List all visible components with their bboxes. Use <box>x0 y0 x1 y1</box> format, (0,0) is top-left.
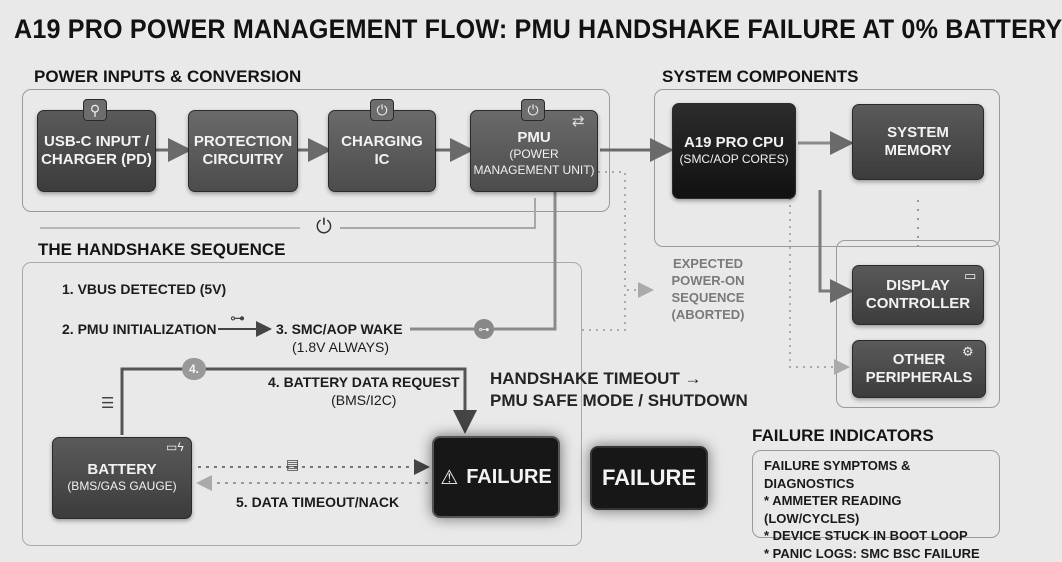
pmu-block: PMU (POWER MANAGEMENT UNIT) <box>470 110 598 192</box>
timeout-line-2: PMU SAFE MODE / SHUTDOWN <box>490 391 748 411</box>
failure-main-box: ⚠ FAILURE <box>432 436 560 518</box>
system-components-lower-panel <box>836 240 1000 408</box>
feedback-line <box>340 198 536 229</box>
step-4-battery-request: 4. BATTERY DATA REQUEST (BMS/I2C) <box>268 374 460 409</box>
arrow-cpu-to-peripherals <box>789 198 850 375</box>
warning-icon: ⚠ <box>440 466 459 489</box>
indicator-item: * PANIC LOGS: SMC BSC FAILURE <box>764 545 980 561</box>
usb-icon: ⚲ <box>83 99 107 121</box>
display-label-1: DISPLAY <box>886 277 950 294</box>
battery-label: BATTERY <box>87 461 157 479</box>
battery-charging-icon: ▭ϟ <box>166 440 184 454</box>
feedback-power-icon: ⏻ <box>312 216 336 239</box>
pmu-smc-link <box>410 192 557 331</box>
cpu-sub: (SMC/AOP CORES) <box>679 152 789 167</box>
power-inputs-heading: POWER INPUTS & CONVERSION <box>34 67 302 86</box>
pmu-sub-2: MANAGEMENT UNIT) <box>473 163 595 177</box>
connector-layer <box>40 131 919 491</box>
step-4-badge: 4. <box>182 358 206 380</box>
system-memory-block: SYSTEM MEMORY <box>852 104 984 180</box>
charging-label-1: CHARGING <box>341 133 423 150</box>
cpu-block: A19 PRO CPU (SMC/AOP CORES) <box>672 103 796 199</box>
pmu-power-icon: ⏻ <box>521 99 545 121</box>
charging-ic-block: CHARGING IC <box>328 110 436 192</box>
step-2-pmu-init: 2. PMU INITIALIZATION <box>62 321 217 337</box>
link-icon: ⊶ <box>230 310 245 327</box>
system-components-heading: SYSTEM COMPONENTS <box>662 67 859 86</box>
gears-icon: ⚙ <box>962 344 974 359</box>
failure-indicators-heading: FAILURE INDICATORS <box>752 426 934 445</box>
document-icon: ▤ <box>286 456 300 472</box>
peripherals-label-2: PERIPHERALS <box>865 369 973 386</box>
indicator-item: * AMMETER READING (LOW/CYCLES) <box>764 493 902 526</box>
indicators-heading: FAILURE SYMPTOMS & DIAGNOSTICS <box>764 458 911 491</box>
pmu-label: PMU <box>517 129 551 147</box>
failure-indicators-panel <box>752 450 1000 538</box>
other-peripherals-block: OTHER PERIPHERALS <box>852 340 986 398</box>
pmu-sub-1: (POWER <box>509 147 559 162</box>
memory-label-1: SYSTEM <box>887 124 949 141</box>
failure-main-label: FAILURE <box>466 465 552 488</box>
step-3-smc-wake: 3. SMC/AOP WAKE (1.8V ALWAYS) <box>276 321 403 356</box>
battery-sub: (BMS/GAS GAUGE) <box>67 479 177 494</box>
step-1-vbus: 1. VBUS DETECTED (5V) <box>62 281 227 297</box>
indicator-item: * DEVICE STUCK IN BOOT LOOP <box>764 528 968 544</box>
handshake-heading: THE HANDSHAKE SEQUENCE <box>38 240 286 259</box>
protection-label-2: CIRCUITRY <box>202 151 284 168</box>
failure-secondary-box: FAILURE <box>590 446 708 510</box>
memory-label-2: MEMORY <box>884 142 952 159</box>
display-label-2: CONTROLLER <box>865 295 971 312</box>
cpu-label: A19 PRO CPU <box>683 134 785 152</box>
expected-line-2: POWER-ON <box>671 272 745 288</box>
database-icon: ☰ <box>101 395 115 412</box>
protection-block: PROTECTION CIRCUITRY <box>188 110 298 192</box>
arrow-cpu-to-display <box>818 190 854 303</box>
usbc-label-1: USB-C INPUT / <box>44 133 149 150</box>
display-controller-block: DISPLAY CONTROLLER <box>852 265 984 325</box>
page-title: A19 PRO POWER MANAGEMENT FLOW: PMU HANDS… <box>14 14 1062 44</box>
pmu-expected-path <box>598 171 654 298</box>
handshake-timeout-label: HANDSHAKE TIMEOUT → PMU SAFE MODE / SHUT… <box>490 368 748 412</box>
step-4-line-2: (BMS/I2C) <box>331 391 397 408</box>
monitor-icon: ▭ <box>964 268 977 283</box>
protection-label-1: PROTECTION <box>193 133 293 150</box>
usbc-input-block: USB-C INPUT / CHARGER (PD) <box>37 110 156 192</box>
expected-power-on-note: EXPECTED POWER-ON SEQUENCE (ABORTED) <box>656 256 760 324</box>
failure-indicators-list: FAILURE SYMPTOMS & DIAGNOSTICS * AMMETER… <box>764 457 996 562</box>
step-3-line-1: 3. SMC/AOP WAKE <box>276 321 403 337</box>
battery-block: BATTERY (BMS/GAS GAUGE) <box>52 437 192 519</box>
step-4-line-1: 4. BATTERY DATA REQUEST <box>268 374 460 390</box>
charging-label-2: IC <box>374 151 390 168</box>
peripherals-label-1: OTHER <box>892 351 946 368</box>
expected-return-path <box>582 290 626 331</box>
arrow-battery-request <box>120 367 477 435</box>
timeout-line-1: HANDSHAKE TIMEOUT → <box>490 369 702 388</box>
expected-line-3: SEQUENCE <box>671 289 745 305</box>
swap-arrows-icon: ⇄ <box>572 113 585 130</box>
handshake-panel <box>22 262 582 546</box>
link-badge-icon: ⊶ <box>474 319 494 339</box>
expected-line-4: (ABORTED) <box>671 306 745 322</box>
expected-line-1: EXPECTED <box>672 256 744 271</box>
step-5-timeout: 5. DATA TIMEOUT/NACK <box>236 494 400 510</box>
system-components-panel <box>654 89 1000 247</box>
power-icon: ⏻ <box>370 99 394 121</box>
step-3-line-2: (1.8V ALWAYS) <box>292 338 389 355</box>
usbc-label-2: CHARGER (PD) <box>41 151 152 168</box>
failure-secondary-label: FAILURE <box>601 465 697 490</box>
